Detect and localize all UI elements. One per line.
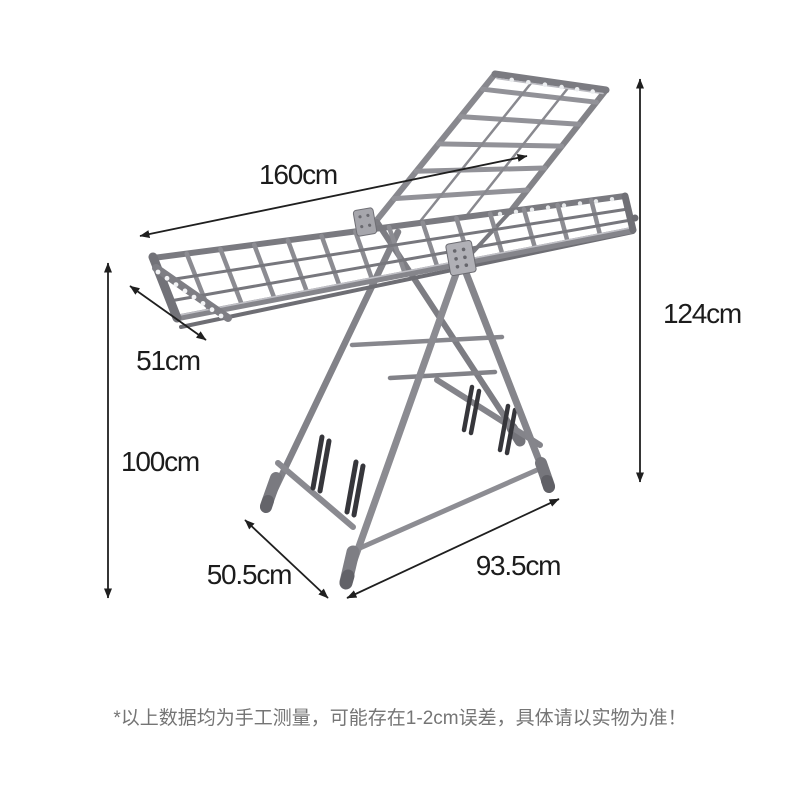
hinge-plate-right xyxy=(445,239,477,277)
wing-hanger-holes xyxy=(509,77,595,94)
dimension-arrows xyxy=(104,78,644,599)
hinge-plate-left xyxy=(352,207,378,237)
dimension-label-base-depth: 50.5cm xyxy=(206,559,293,590)
arrow-wing-depth xyxy=(129,285,207,341)
top-deck xyxy=(148,192,639,329)
dimension-label-base-width: 93.5cm xyxy=(475,550,562,581)
dimension-label-right-height: 124cm xyxy=(662,298,742,329)
dimension-label-left-height: 100cm xyxy=(120,446,200,477)
dimension-label-top-width: 160cm xyxy=(258,159,338,190)
arrow-base-width xyxy=(346,498,560,599)
measurement-disclaimer-note: *以上数据均为手工测量，可能存在1-2cm误差，具体请以实物为准！ xyxy=(113,708,687,729)
arrow-base-depth xyxy=(244,519,329,599)
shoe-prongs xyxy=(310,384,518,518)
arrow-top-width xyxy=(139,154,528,238)
rack-legs-front xyxy=(339,256,555,590)
dimension-label-wing-depth: 51cm xyxy=(136,345,201,376)
